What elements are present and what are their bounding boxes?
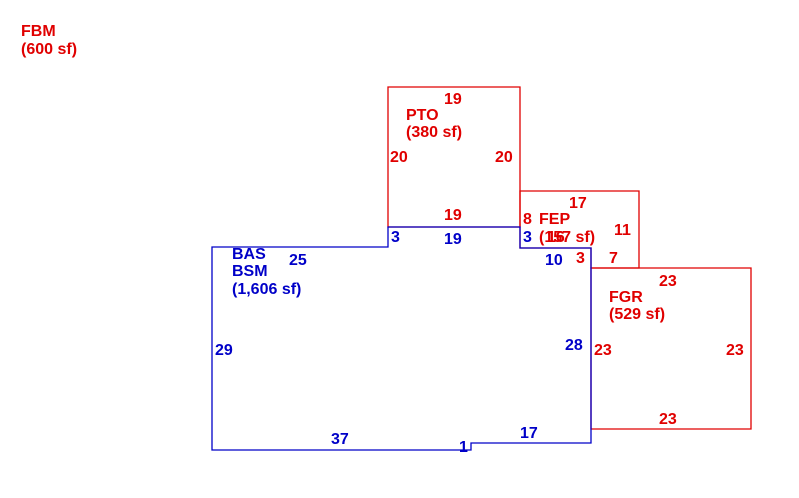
fgr-area: (529 sf) — [609, 306, 665, 323]
bas-dim-bottom-right: 17 — [520, 425, 538, 442]
bas-dim-top-mid: 19 — [444, 231, 462, 248]
pto-code: PTO — [406, 107, 439, 124]
bas-dim-top-right: 10 — [545, 252, 563, 269]
bas-dim-step-right: 3 — [523, 229, 532, 246]
bas-dim-bottom-step: 1 — [459, 439, 468, 456]
bas-dim-step-left: 3 — [391, 229, 400, 246]
fbm-area: (600 sf) — [21, 41, 77, 58]
bas-dim-top-left: 25 — [289, 252, 307, 269]
bas-code: BAS — [232, 246, 266, 263]
fep-dim-overlap: 16 — [547, 229, 565, 246]
bas-area: (1,606 sf) — [232, 281, 301, 298]
fep-area: (157 sf) — [539, 229, 595, 246]
pto-dim-bottom: 19 — [444, 207, 462, 224]
fep-code: FEP — [539, 211, 570, 228]
bsm-code: BSM — [232, 263, 268, 280]
bas-dim-bottom-left: 37 — [331, 431, 349, 448]
fgr-dim-right: 23 — [726, 342, 744, 359]
pto-dim-top: 19 — [444, 91, 462, 108]
fgr-dim-top: 23 — [659, 273, 677, 290]
fgr-dim-bottom: 23 — [659, 411, 677, 428]
pto-dim-right: 20 — [495, 149, 513, 166]
bas-outline — [211, 226, 592, 451]
fep-dim-bottom-right: 7 — [609, 250, 618, 267]
fep-dim-top: 17 — [569, 195, 587, 212]
pto-area: (380 sf) — [406, 124, 462, 141]
fgr-code: FGR — [609, 289, 643, 306]
bas-dim-right: 28 — [565, 337, 583, 354]
fbm-code: FBM — [21, 23, 56, 40]
fep-dim-bottom-left: 3 — [576, 250, 585, 267]
pto-dim-left: 20 — [390, 149, 408, 166]
fgr-dim-left: 23 — [594, 342, 612, 359]
fep-dim-right: 11 — [614, 222, 631, 239]
fep-dim-left-top: 8 — [523, 211, 532, 228]
bas-dim-left: 29 — [215, 342, 233, 359]
